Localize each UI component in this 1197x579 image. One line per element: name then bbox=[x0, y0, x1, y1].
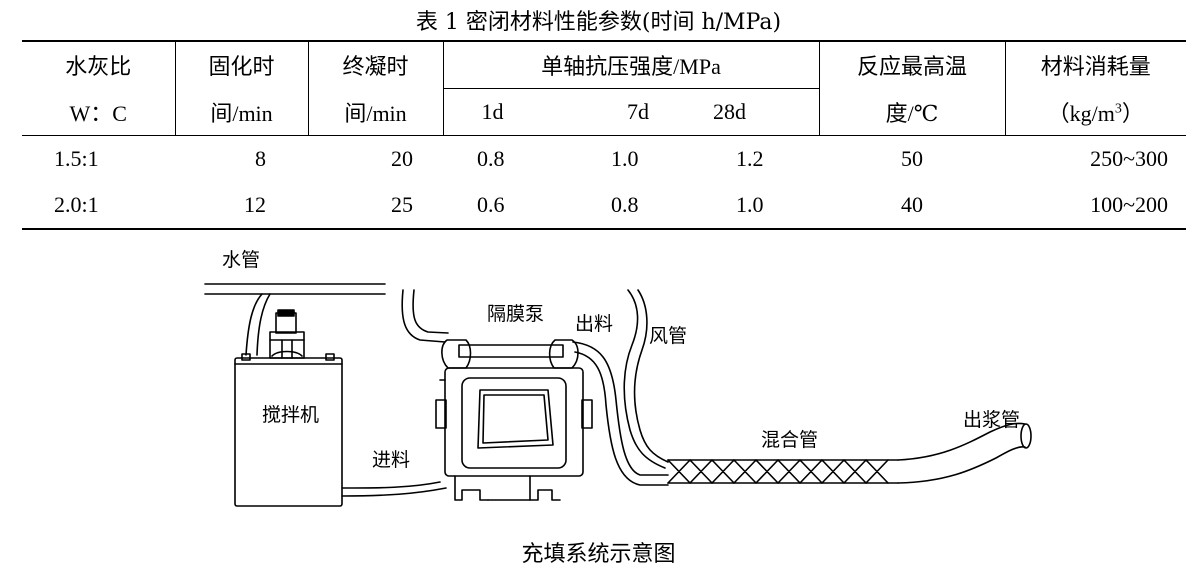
consume-unit: （kg/m bbox=[1047, 100, 1115, 126]
cell-set: 8 bbox=[255, 146, 266, 171]
cell-wc: 2.0:1 bbox=[22, 182, 175, 230]
label-mixer: 搅拌机 bbox=[262, 404, 319, 426]
air-pipe bbox=[623, 289, 669, 469]
diagram-caption: 充填系统示意图 bbox=[521, 542, 676, 567]
slurry-pipe bbox=[897, 422, 1032, 484]
table-title: 表 1 密闭材料性能参数(时间 h/MPa) bbox=[415, 10, 782, 35]
cell-consume: 100~200 bbox=[1005, 182, 1186, 230]
consume-unit-close: ） bbox=[1121, 100, 1144, 126]
outlet-pipe bbox=[572, 341, 669, 486]
table-row: 1.5:1 8 20 0.8 1.0 1.2 50 250~300 bbox=[22, 136, 1186, 183]
header-wc-line2: W：C bbox=[22, 88, 176, 136]
header-final-line1: 终凝时 bbox=[308, 41, 444, 89]
header-1d: 1d bbox=[443, 88, 573, 136]
header-28d: 28d bbox=[703, 88, 820, 136]
label-feed: 进料 bbox=[372, 449, 410, 471]
cell-28d: 1.0 bbox=[703, 182, 819, 230]
cell-temp: 40 bbox=[819, 182, 1005, 230]
diaphragm-pump bbox=[435, 339, 593, 501]
label-mixing-pipe: 混合管 bbox=[761, 429, 818, 451]
cell-wc: 1.5:1 bbox=[54, 146, 99, 171]
header-7d: 7d bbox=[573, 88, 703, 136]
cell-final: 20 bbox=[391, 146, 413, 171]
cell-temp: 50 bbox=[901, 146, 923, 171]
header-consume-line2: （kg/m3） bbox=[1005, 88, 1186, 136]
table-row: 2.0:1 12 25 0.6 0.8 1.0 40 100~200 bbox=[22, 182, 1186, 230]
cell-1d: 0.6 bbox=[443, 182, 573, 230]
header-set-line1: 固化时 bbox=[175, 41, 309, 89]
cell-28d: 1.2 bbox=[736, 146, 764, 171]
feed-pipe bbox=[341, 481, 447, 497]
header-consume-line1: 材料消耗量 bbox=[1040, 54, 1151, 80]
header-set-line2: 间/min bbox=[175, 88, 309, 136]
pump-inlet-pipe bbox=[401, 289, 449, 343]
label-diaphragm-pump: 隔膜泵 bbox=[487, 303, 544, 325]
header-strength: 单轴抗压强度/MPa bbox=[443, 41, 820, 89]
parameters-table: 水灰比 固化时 终凝时 单轴抗压强度/MPa 反应最高温 材料消耗量 W：C 间… bbox=[22, 40, 1186, 230]
label-slurry-pipe: 出浆管 bbox=[963, 409, 1020, 431]
cell-consume: 250~300 bbox=[1090, 146, 1168, 171]
header-final-line2: 间/min bbox=[308, 88, 444, 136]
header-wc-line1: 水灰比 bbox=[22, 41, 176, 89]
header-temp-line1: 反应最高温 bbox=[819, 41, 1006, 89]
cell-set: 12 bbox=[175, 182, 308, 230]
filling-system-diagram: 水管 搅拌机 隔膜泵 出料 风管 进料 混合管 出浆管 bbox=[204, 249, 1032, 507]
cell-final: 25 bbox=[308, 182, 443, 230]
label-water-pipe: 水管 bbox=[222, 249, 260, 271]
mixing-pipe bbox=[667, 459, 899, 484]
label-air-pipe: 风管 bbox=[649, 325, 687, 347]
cell-7d: 0.8 bbox=[573, 182, 703, 230]
cell-7d: 1.0 bbox=[611, 146, 639, 171]
header-temp-line2: 度/℃ bbox=[819, 88, 1006, 136]
label-outlet: 出料 bbox=[575, 313, 613, 335]
mixer bbox=[234, 309, 343, 507]
cell-1d: 0.8 bbox=[477, 146, 505, 171]
water-pipe bbox=[204, 283, 386, 356]
consume-unit-exponent: 3 bbox=[1114, 101, 1122, 117]
